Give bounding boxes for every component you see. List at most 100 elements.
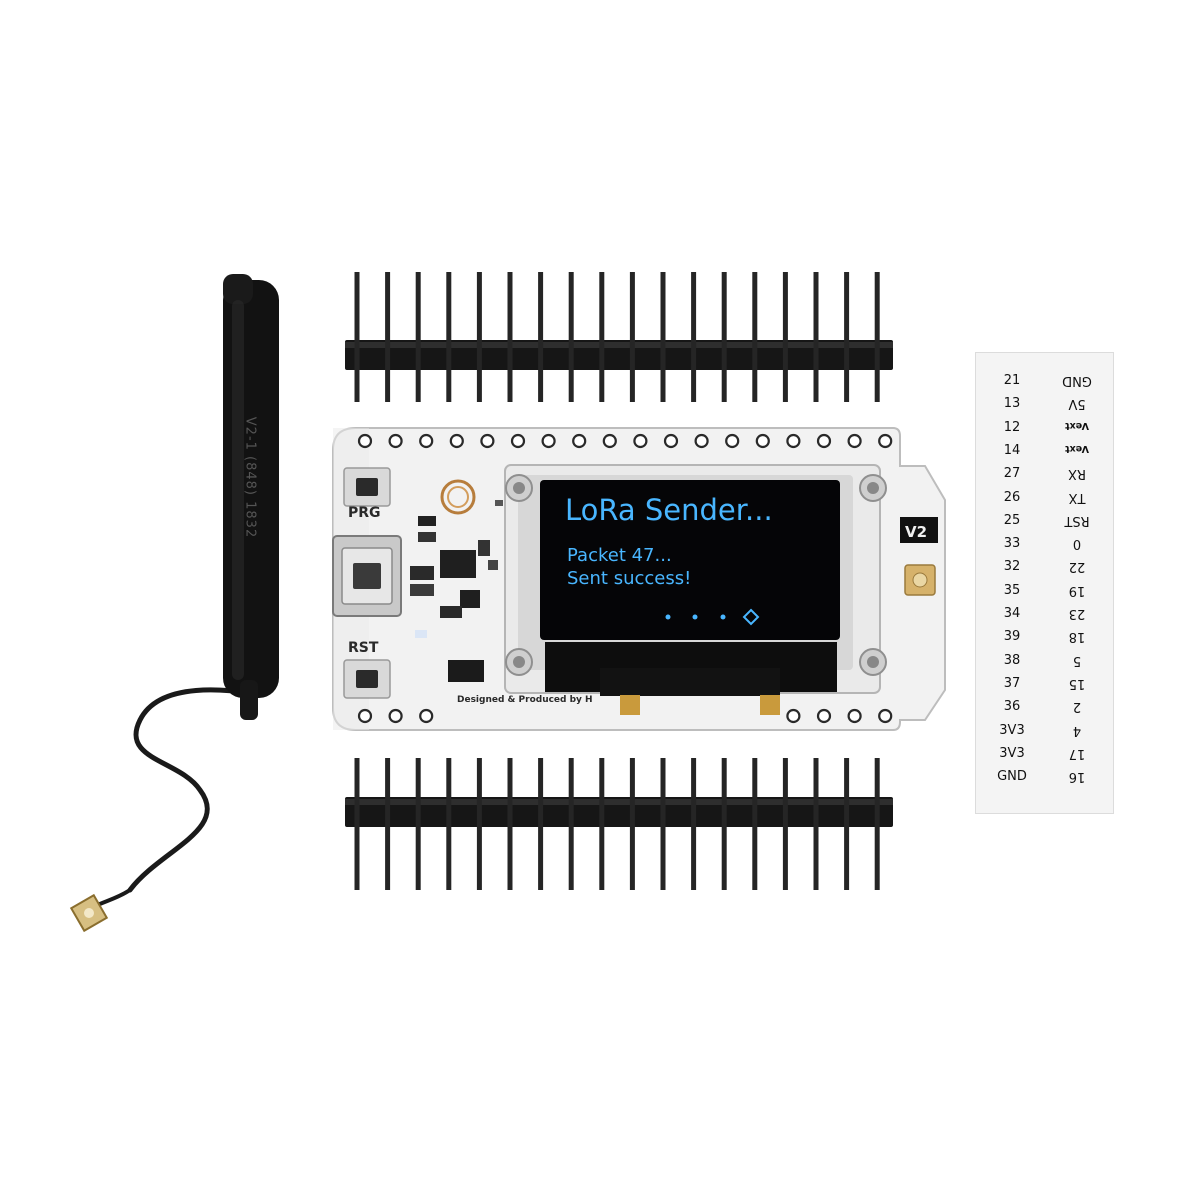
pin-label-right: 4 xyxy=(1072,722,1082,738)
prg-button[interactable] xyxy=(343,467,391,507)
bottom-hole-16 xyxy=(816,708,832,724)
bottom-pin-6 xyxy=(507,758,513,890)
top-pin-17 xyxy=(844,272,850,402)
oled-packet-line: Packet 47... xyxy=(567,545,672,566)
pin-label-right: 16 xyxy=(1068,769,1086,785)
top-hole-6 xyxy=(510,433,526,449)
pin-label-right: 5V xyxy=(1068,396,1086,412)
top-pin-6 xyxy=(507,272,513,402)
top-hole-8 xyxy=(572,433,587,449)
bottom-pin-5 xyxy=(476,758,482,890)
pin-label-row: 26 TX xyxy=(976,490,1113,512)
pcb-holes-top xyxy=(357,433,893,449)
top-header-pins xyxy=(354,272,880,402)
top-hole-11 xyxy=(663,433,679,449)
pin-label-row: 32 22 xyxy=(976,559,1113,581)
top-hole-15 xyxy=(786,433,801,449)
rst-button[interactable] xyxy=(343,659,391,699)
bottom-header-pins xyxy=(354,758,880,890)
top-pin-9 xyxy=(599,272,605,402)
top-hole-1 xyxy=(357,433,373,449)
bottom-pin-10 xyxy=(629,758,635,890)
pin-label-right: 0 xyxy=(1072,536,1082,552)
pin-label-left: 13 xyxy=(1003,396,1021,412)
pin-label-right: GND xyxy=(1062,373,1092,388)
version-badge: V2 xyxy=(905,523,928,541)
pin-label-left: 25 xyxy=(1003,512,1021,528)
pin-label-row: 33 0 xyxy=(976,536,1113,558)
prg-label: PRG xyxy=(348,505,381,521)
pin-label-right: 23 xyxy=(1068,606,1086,621)
bottom-hole-1 xyxy=(357,708,373,724)
pin-label-left: 33 xyxy=(1003,536,1021,552)
pin-label-right: 17 xyxy=(1068,745,1086,761)
top-pin-13 xyxy=(721,272,727,402)
top-hole-18 xyxy=(878,433,893,449)
bottom-pin-7 xyxy=(538,758,544,890)
bottom-pin-13 xyxy=(721,758,727,890)
pin-label-right: TX xyxy=(1068,489,1086,505)
pin-label-left: 32 xyxy=(1003,559,1021,575)
bottom-pin-1 xyxy=(354,758,360,890)
bottom-hole-15 xyxy=(786,708,801,724)
bottom-hole-17 xyxy=(847,708,862,724)
pin-label-left: 26 xyxy=(1003,489,1021,505)
pin-label-row: 21 GND xyxy=(976,373,1113,395)
top-hole-10 xyxy=(633,433,648,449)
top-hole-3 xyxy=(419,433,434,449)
pin-label-right: 22 xyxy=(1068,559,1086,575)
pin-label-right: Vext xyxy=(1065,442,1089,454)
top-pin-1 xyxy=(354,272,360,402)
bottom-pin-header xyxy=(345,797,893,827)
pin-label-row: 13 5V xyxy=(976,396,1113,418)
coil-antenna xyxy=(440,479,476,515)
top-pin-8 xyxy=(568,272,574,402)
top-pin-7 xyxy=(538,272,544,402)
bottom-pin-11 xyxy=(660,758,666,890)
bottom-pin-17 xyxy=(844,758,850,890)
bottom-hole-18 xyxy=(878,708,893,724)
oled-status-line: Sent success! xyxy=(567,568,692,589)
pin-label-left: 35 xyxy=(1003,582,1021,598)
pin-label-right: 2 xyxy=(1072,699,1082,715)
top-hole-7 xyxy=(541,433,556,449)
bottom-pin-2 xyxy=(385,758,391,890)
top-pin-14 xyxy=(752,272,758,402)
top-hole-14 xyxy=(755,433,770,449)
pin-label-left: 21 xyxy=(1003,373,1021,388)
top-pin-header xyxy=(345,340,893,370)
top-pin-2 xyxy=(385,272,391,402)
oled-module xyxy=(504,464,887,715)
bottom-pin-14 xyxy=(752,758,758,890)
pin-label-left: 3V3 xyxy=(999,722,1025,738)
pcb-holes-bottom xyxy=(357,708,893,724)
top-hole-13 xyxy=(725,433,740,449)
micro-usb-port[interactable] xyxy=(332,535,402,617)
pin-label-right: 15 xyxy=(1068,675,1086,691)
pin-label-left: 36 xyxy=(1003,699,1021,715)
oled-screen xyxy=(540,480,840,640)
top-pin-10 xyxy=(629,272,635,402)
top-pin-15 xyxy=(782,272,788,402)
top-pin-5 xyxy=(476,272,482,402)
top-hole-5 xyxy=(480,433,495,449)
pin-label-left: 27 xyxy=(1003,466,1021,482)
oled-title: LoRa Sender... xyxy=(565,493,773,527)
antenna-whip xyxy=(86,274,279,912)
top-pin-3 xyxy=(415,272,421,402)
top-hole-9 xyxy=(602,433,617,449)
top-pin-18 xyxy=(874,272,880,402)
top-pin-4 xyxy=(446,272,452,402)
bottom-hole-3 xyxy=(419,708,434,724)
pin-label-right: Vext xyxy=(1065,419,1089,431)
pcb-silkscreen-credit: Designed & Produced by H xyxy=(457,695,593,705)
